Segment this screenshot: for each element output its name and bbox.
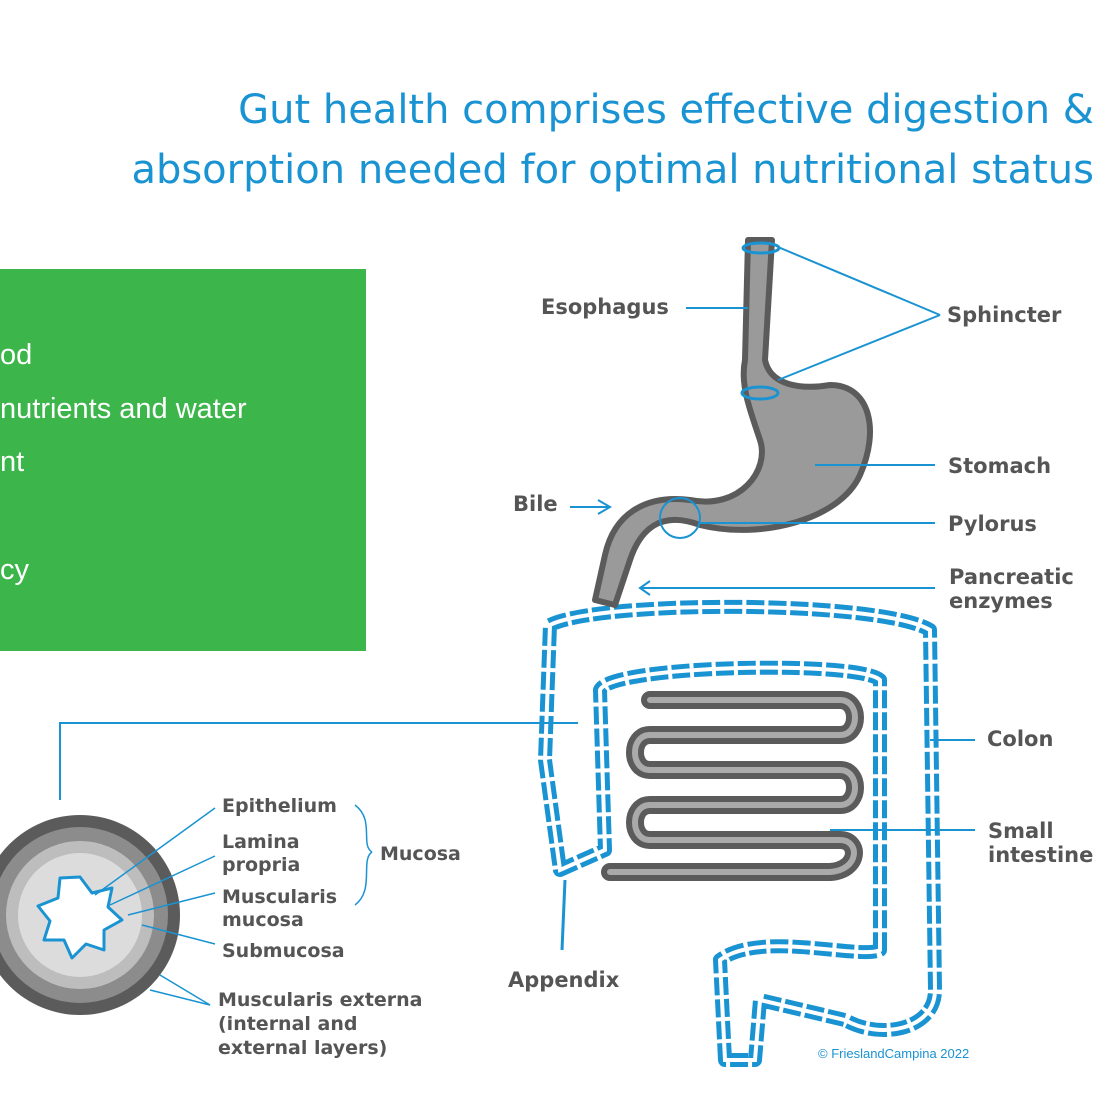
green-text-box: od nutrients and water nt cy [0,269,366,651]
green-box-line-1: od [0,339,33,371]
copyright-text: © FrieslandCampina 2022 [818,1046,969,1061]
label-externa-1: Muscularis externa [218,989,423,1011]
stomach-shape [592,237,873,608]
green-box-line-4: cy [0,554,29,586]
label-stomach: Stomach [948,454,1051,478]
label-pylorus: Pylorus [948,512,1037,536]
label-mucosa: Mucosa [380,843,461,865]
green-box-line-2: nutrients and water [0,393,247,425]
small-intestine-shape [601,691,864,881]
label-esophagus: Esophagus [541,295,669,319]
label-epithelium: Epithelium [222,795,337,817]
green-box-line-3: nt [0,446,25,478]
label-lamina-1: Lamina [222,831,300,853]
label-pancreatic-1: Pancreatic [949,565,1074,589]
cross-section-diagram [0,804,373,1015]
title-line-2: absorption needed for optimal nutritiona… [131,147,1094,193]
title-line-1: Gut health comprises effective digestion… [238,87,1094,133]
label-appendix: Appendix [508,968,620,992]
colon-shape [538,599,942,1067]
label-externa-3: external layers) [218,1037,387,1059]
label-colon: Colon [987,727,1053,751]
label-small-2: intestine [988,843,1093,867]
label-submucosa: Submucosa [222,940,345,962]
page-title: Gut health comprises effective digestion… [0,80,1094,200]
label-sphincter: Sphincter [947,303,1062,327]
label-externa-2: (internal and [218,1013,358,1035]
label-muscularis-2: mucosa [222,909,304,931]
leader-lines [59,246,975,831]
label-bile: Bile [513,492,558,516]
label-lamina-2: propria [222,854,300,876]
label-pancreatic-2: enzymes [949,589,1053,613]
label-muscularis-1: Muscularis [222,886,337,908]
label-small-1: Small [988,819,1054,843]
